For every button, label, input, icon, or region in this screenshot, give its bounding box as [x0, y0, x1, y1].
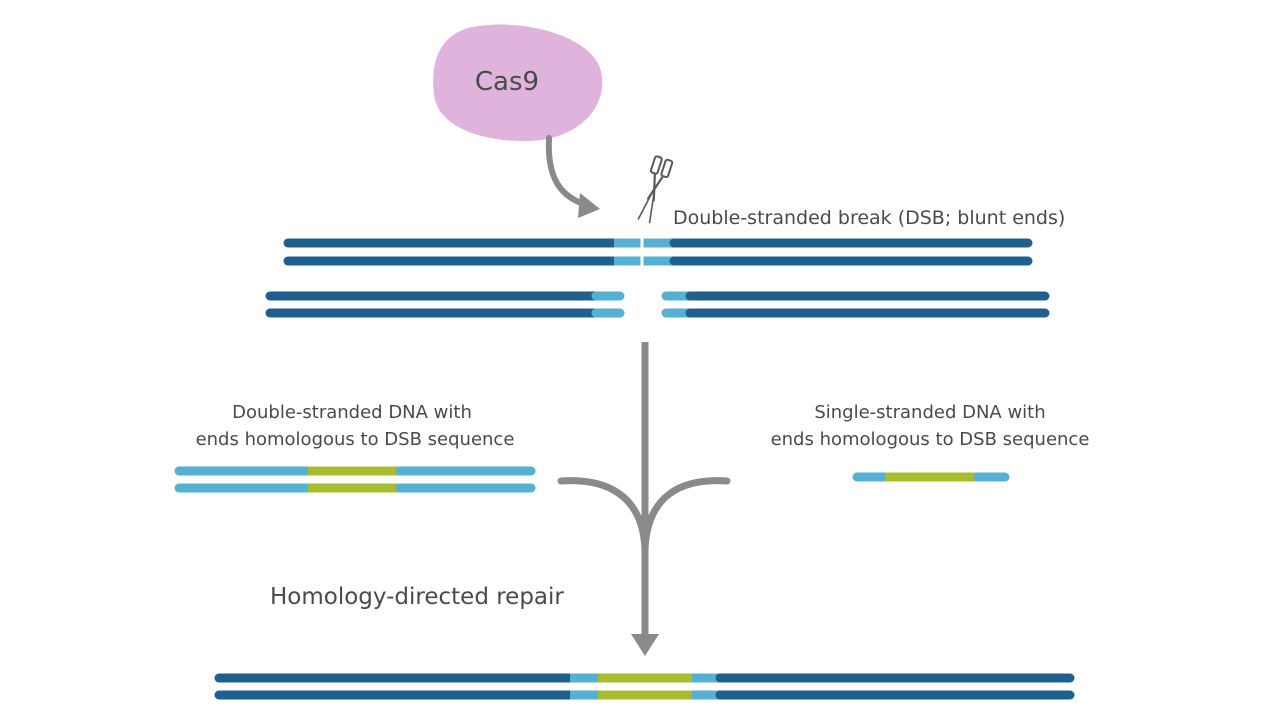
cut-dna — [265, 291, 1050, 318]
ds-donor-label-line2: ends homologous to DSB sequence — [196, 429, 515, 450]
ss-donor-label-line1: Single-stranded DNA with — [814, 402, 1045, 423]
main-arrow — [557, 342, 731, 656]
cas9-blob — [433, 24, 603, 142]
target-dna — [283, 237, 1033, 267]
cas9-arrow — [545, 135, 600, 218]
ds-donor-label-line1: Double-stranded DNA with — [232, 402, 472, 423]
hdr-label: Homology-directed repair — [270, 584, 564, 610]
ds-donor: Double-stranded DNA with ends homologous… — [174, 402, 536, 493]
cas9-label: Cas9 — [475, 67, 539, 97]
cas9-arrow-head — [578, 193, 600, 218]
cas9-protein: Cas9 — [433, 24, 603, 142]
dsb-label: Double-stranded break (DSB; blunt ends) — [673, 207, 1065, 229]
repaired-dna — [214, 673, 1075, 700]
main-arrow-head — [631, 634, 659, 656]
cas9-arrow-shaft — [545, 135, 593, 209]
merge-curve-left — [557, 477, 649, 552]
merge-curve-right — [641, 477, 731, 552]
ss-donor-label-line2: ends homologous to DSB sequence — [771, 429, 1090, 450]
scissors-icon — [637, 155, 674, 224]
ss-donor: Single-stranded DNA with ends homologous… — [771, 402, 1090, 482]
